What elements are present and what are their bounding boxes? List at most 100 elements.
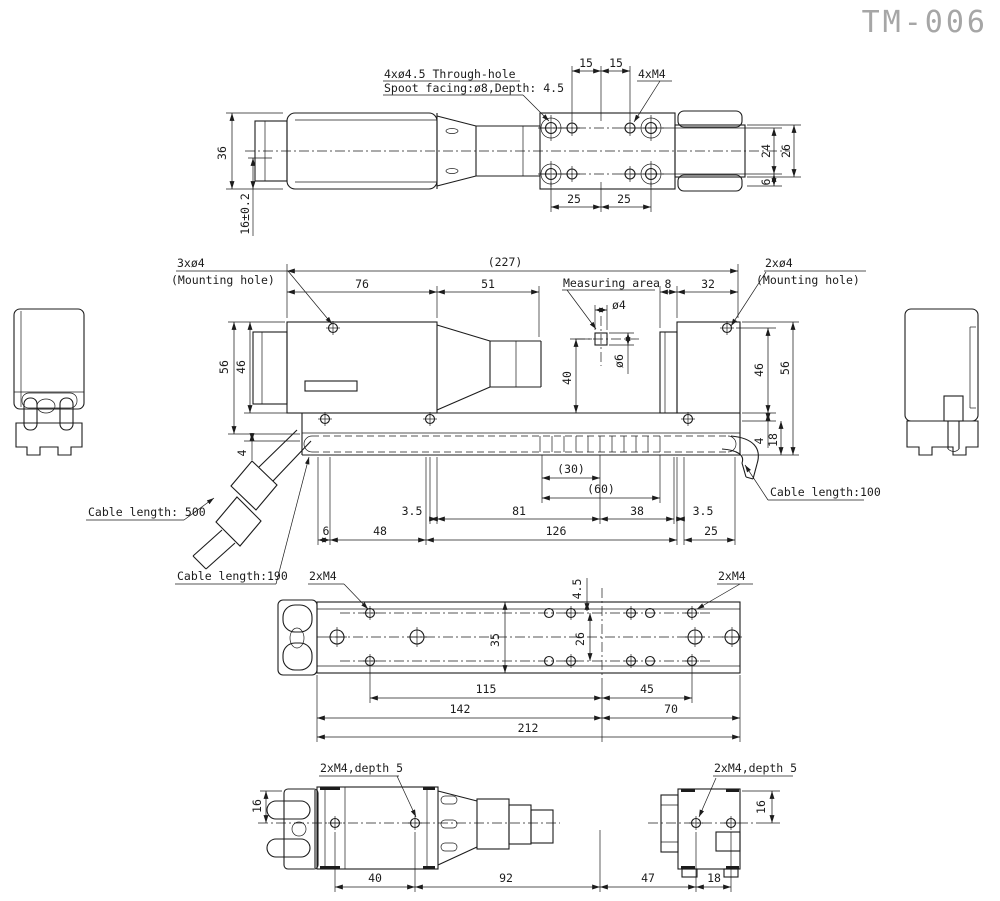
right-cable xyxy=(721,435,759,480)
dim-30: (30) xyxy=(557,462,585,476)
mounting-hole xyxy=(680,411,696,427)
m4-depth-hole xyxy=(407,815,423,831)
mount2-note-line1: 2xø4 xyxy=(765,256,793,270)
top-view: 4xø4.5 Through-hole Spoot facing:ø8,Dept… xyxy=(215,56,801,236)
dim-6: 6 xyxy=(323,524,330,538)
dim-4-5: 4.5 xyxy=(570,579,584,600)
front-view-outline xyxy=(252,321,741,456)
dim-40: 40 xyxy=(560,371,574,385)
mounting-hole xyxy=(317,411,333,427)
cable-100-label: Cable length:100 xyxy=(770,485,881,499)
m4-depth-note-left: 2xM4,depth 5 xyxy=(320,761,403,775)
m4-depth-hole xyxy=(723,815,739,831)
dim-115: 115 xyxy=(476,682,497,696)
dim-right-56: 56 xyxy=(778,361,792,375)
dim-dia6: ø6 xyxy=(612,354,626,368)
dim-76: 76 xyxy=(355,277,369,291)
left-end-view xyxy=(13,308,85,456)
dim-36: 36 xyxy=(215,146,229,160)
mount3-note-line1: 3xø4 xyxy=(177,256,205,270)
dim-32: 32 xyxy=(701,277,715,291)
dim-16-02: 16±0.2 xyxy=(238,193,252,235)
dim-24: 24 xyxy=(759,144,773,158)
dim-212: 212 xyxy=(518,721,539,735)
dim-48: 48 xyxy=(373,524,387,538)
measuring-target xyxy=(575,316,641,366)
top-view-dims: 4xø4.5 Through-hole Spoot facing:ø8,Dept… xyxy=(215,56,801,236)
dim-45: 45 xyxy=(640,682,654,696)
dim-right-4: 4 xyxy=(752,437,766,444)
m4-tap-hole xyxy=(621,119,639,137)
dim-3-5-right: 3.5 xyxy=(693,504,714,518)
m4-note-right: 2xM4 xyxy=(718,569,746,583)
detail-left-dims: 2xM4,depth 5 16 40 92 xyxy=(250,761,601,892)
front-view-dims-bottom: (30) (60) 3.5 81 38 3.5 6 48 126 25 xyxy=(317,455,736,545)
dim-18: 18 xyxy=(707,871,721,885)
cable-190-label: Cable length:190 xyxy=(177,569,288,583)
mount3-note-line2: (Mounting hole) xyxy=(171,273,275,287)
measuring-area-label: Measuring area xyxy=(563,276,660,290)
mounting-hole xyxy=(422,411,438,427)
m4-depth-hole xyxy=(327,815,343,831)
rail-view-outline xyxy=(277,588,741,684)
m4-hole xyxy=(684,605,700,621)
dim-60: (60) xyxy=(587,482,615,496)
m4-note-left: 2xM4 xyxy=(309,569,337,583)
dim-25-left: 25 xyxy=(567,192,581,206)
counterbore-hole xyxy=(406,626,428,648)
dim-6: 6 xyxy=(759,178,773,185)
m4-note: 4xM4 xyxy=(638,67,666,81)
dim-15-left: 15 xyxy=(579,56,593,70)
front-view: (227) 76 51 8 32 Measuring area 3xø4 (Mo… xyxy=(13,255,979,585)
rail-view-dims: 2xM4 2xM4 4.5 35 26 115 45 142 70 212 xyxy=(308,569,753,742)
dim-70: 70 xyxy=(664,702,678,716)
drawing-title: TM-006 xyxy=(862,5,988,40)
dim-left-46: 46 xyxy=(234,360,248,374)
top-view-holes xyxy=(537,114,665,188)
dim-81: 81 xyxy=(512,504,526,518)
through-hole xyxy=(537,114,565,142)
detail-left-outline xyxy=(258,786,560,870)
front-view-dims-left: 56 46 4 xyxy=(217,321,300,460)
cable-labels: Cable length: 500 Cable length:190 Cable… xyxy=(86,456,881,585)
through-hole-note-line1: 4xø4.5 Through-hole xyxy=(384,67,516,81)
cable-500-label: Cable length: 500 xyxy=(88,505,206,519)
dim-3-5-left: 3.5 xyxy=(402,504,423,518)
dim-40: 40 xyxy=(368,871,382,885)
counterbore-hole xyxy=(684,626,706,648)
dim-142: 142 xyxy=(450,702,471,716)
dim-15-right: 15 xyxy=(609,56,623,70)
detail-right-outline xyxy=(648,788,758,878)
mounting-hole xyxy=(325,320,341,336)
m4-tap-hole xyxy=(621,165,639,183)
m4-tap-hole xyxy=(563,119,581,137)
dim-16-left: 16 xyxy=(250,799,264,813)
through-hole xyxy=(637,114,665,142)
right-end-view xyxy=(904,308,979,456)
dim-left-56: 56 xyxy=(217,360,231,374)
dim-47: 47 xyxy=(641,871,655,885)
front-view-dims-top: (227) 76 51 8 32 Measuring area 3xø4 (Mo… xyxy=(171,255,866,337)
rail-view: 2xM4 2xM4 4.5 35 26 115 45 142 70 212 xyxy=(277,569,753,742)
front-view-holes xyxy=(317,320,735,427)
dim-38: 38 xyxy=(630,504,644,518)
dim-92: 92 xyxy=(499,871,513,885)
detail-left: 2xM4,depth 5 16 40 92 xyxy=(250,761,601,892)
mounting-hole xyxy=(719,320,735,336)
hole xyxy=(623,605,639,621)
top-view-outline xyxy=(245,110,790,192)
detail-right: 2xM4,depth 5 16 47 18 xyxy=(600,761,797,892)
dim-26: 26 xyxy=(779,144,793,158)
front-view-dims-right: 46 56 4 18 xyxy=(736,321,799,456)
hole xyxy=(563,605,579,621)
dim-35: 35 xyxy=(488,633,502,647)
detail-right-dims: 2xM4,depth 5 16 47 18 xyxy=(600,761,797,892)
dim-25: 25 xyxy=(704,524,718,538)
dim-227: (227) xyxy=(488,255,523,269)
counterbore-hole xyxy=(326,626,348,648)
dim-25-right: 25 xyxy=(617,192,631,206)
m4-depth-note-right: 2xM4,depth 5 xyxy=(714,761,797,775)
m4-depth-hole xyxy=(688,815,704,831)
